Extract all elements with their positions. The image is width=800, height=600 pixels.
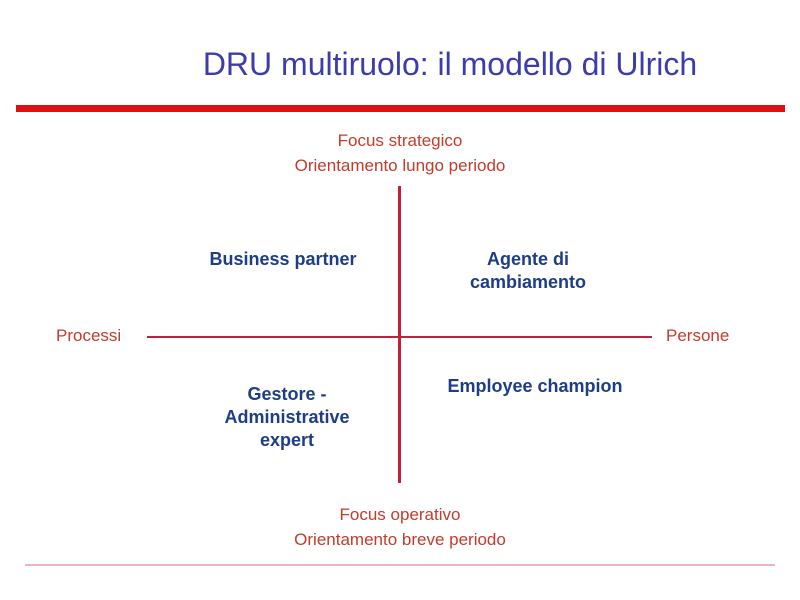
quadrant-bottom-left-label: Gestore - Administrative expert [224, 384, 350, 450]
vertical-axis-line [398, 186, 401, 483]
vertical-axis-bottom-caption: Focus operativo Orientamento breve perio… [294, 505, 506, 549]
horizontal-axis-right-label: Persone [666, 326, 730, 345]
slide-bottom-border-line [25, 564, 775, 566]
quadrant-top-right-label: Agente di cambiamento [469, 249, 587, 292]
vertical-axis-top-caption: Focus strategico Orientamento lungo peri… [294, 131, 506, 175]
quadrant-top-left-label: Business partner [209, 249, 357, 269]
horizontal-axis-line [147, 336, 652, 338]
title-underline-rule [16, 105, 785, 112]
slide-title: DRU multiruolo: il modello di Ulrich [202, 46, 698, 82]
quadrant-bottom-right-label: Employee champion [447, 376, 623, 396]
horizontal-axis-left-label: Processi [56, 326, 122, 345]
